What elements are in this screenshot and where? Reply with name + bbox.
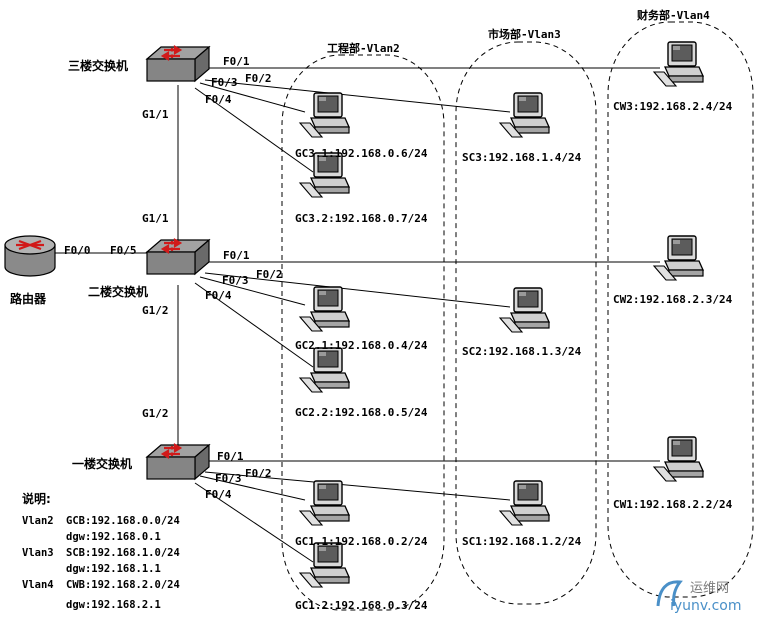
host-label-gc22: GC2.2:192.168.0.5/24 xyxy=(295,406,428,419)
link-s1-sc1 xyxy=(204,471,511,501)
switch-icon-floor3 xyxy=(145,45,211,83)
port-label-s3-f01: F0/1 xyxy=(223,55,250,68)
host-label-gc31: GC3.1:192.168.0.6/24 xyxy=(295,147,428,160)
host-label-sc3: SC3:192.168.1.4/24 xyxy=(462,151,582,164)
port-label-s3-f02: F0/2 xyxy=(245,72,272,85)
group-title-marketing: 市场部-Vlan3 xyxy=(488,27,561,41)
pc-icon-sc3 xyxy=(499,92,550,138)
pc-icon-cw3 xyxy=(653,41,704,87)
host-label-gc32: GC3.2:192.168.0.7/24 xyxy=(295,212,428,225)
legend-text-1: dgw:192.168.0.1 xyxy=(66,531,161,543)
port-label-s2-f05: F0/5 xyxy=(110,244,137,257)
port-label-s1-f02: F0/2 xyxy=(245,467,272,480)
legend-vlan-4: Vlan4 xyxy=(22,579,54,591)
pc-icon-gc11 xyxy=(299,480,350,526)
port-label-s3-g11: G1/1 xyxy=(142,108,169,121)
link-s2-sc2 xyxy=(204,272,511,308)
switch-icon-floor1 xyxy=(145,443,211,481)
port-label-s1-g12: G1/2 xyxy=(142,407,169,420)
vlan2-group-boundary xyxy=(281,54,445,611)
router-icon xyxy=(4,235,56,277)
host-label-cw1: CW1:192.168.2.2/24 xyxy=(613,498,733,511)
port-label-s2-g11: G1/1 xyxy=(142,212,169,225)
link-s1-gc11 xyxy=(199,475,306,501)
legend-text-3: dgw:192.168.1.1 xyxy=(66,563,161,575)
switch-label-floor2: 二楼交换机 xyxy=(88,284,148,299)
legend-text-0: GCB:192.168.0.0/24 xyxy=(66,515,180,527)
pc-icon-gc31 xyxy=(299,92,350,138)
link-s3-gc31 xyxy=(199,82,306,113)
watermark-domain: iyunv.com xyxy=(670,598,741,614)
pc-icon-cw2 xyxy=(653,235,704,281)
vlan4-group-boundary xyxy=(607,21,754,598)
host-label-sc2: SC2:192.168.1.3/24 xyxy=(462,345,582,358)
link-s3-gc32 xyxy=(194,87,314,173)
legend-text-5: dgw:192.168.2.1 xyxy=(66,599,161,611)
port-label-s1-f01: F0/1 xyxy=(217,450,244,463)
pc-icon-cw1 xyxy=(653,436,704,482)
host-label-gc21: GC2.1:192.168.0.4/24 xyxy=(295,339,428,352)
host-label-gc12: GC1.2:192.168.0.3/24 xyxy=(295,599,428,612)
port-label-s2-f04: F0/4 xyxy=(205,289,232,302)
host-label-sc1: SC1:192.168.1.2/24 xyxy=(462,535,582,548)
port-label-s3-f03: F0/3 xyxy=(211,76,238,89)
pc-icon-gc12 xyxy=(299,542,350,588)
port-label-s1-f03: F0/3 xyxy=(215,472,242,485)
port-label-s2-f02: F0/2 xyxy=(256,268,283,281)
watermark-brand: 运维网 xyxy=(690,581,729,596)
link-s1-gc12 xyxy=(194,482,314,563)
port-label-s1-f04: F0/4 xyxy=(205,488,232,501)
pc-icon-sc2 xyxy=(499,287,550,333)
switch-label-floor3: 三楼交换机 xyxy=(68,58,128,73)
legend-text-2: SCB:192.168.1.0/24 xyxy=(66,547,180,559)
group-title-finance: 财务部-Vlan4 xyxy=(636,8,710,22)
host-label-gc11: GC1.1:192.168.0.2/24 xyxy=(295,535,428,548)
host-label-cw2: CW2:192.168.2.3/24 xyxy=(613,293,733,306)
link-s3-sc3 xyxy=(204,79,511,113)
vlan3-group-boundary xyxy=(455,41,597,605)
link-s2-gc22 xyxy=(194,282,314,368)
port-label-s2-g12: G1/2 xyxy=(142,304,169,317)
link-s2-gc21 xyxy=(199,276,306,306)
switch-icon-floor2 xyxy=(145,238,211,276)
pc-icon-sc1 xyxy=(499,480,550,526)
router-label: 路由器 xyxy=(10,291,47,306)
switch-label-floor1: 一楼交换机 xyxy=(72,456,132,471)
port-label-router-f00: F0/0 xyxy=(64,244,91,257)
group-title-engineering: 工程部-Vlan2 xyxy=(327,41,400,55)
legend-vlan-0: Vlan2 xyxy=(22,515,54,527)
watermark-logo-icon xyxy=(656,580,683,607)
host-label-cw3: CW3:192.168.2.4/24 xyxy=(613,100,733,113)
port-label-s3-f04: F0/4 xyxy=(205,93,232,106)
pc-icon-gc21 xyxy=(299,286,350,332)
legend-vlan-2: Vlan3 xyxy=(22,547,54,559)
port-label-s2-f03: F0/3 xyxy=(222,274,249,287)
legend-title: 说明: xyxy=(22,491,51,506)
legend-text-4: CWB:192.168.2.0/24 xyxy=(66,579,180,591)
port-label-s2-f01: F0/1 xyxy=(223,249,250,262)
pc-icon-gc22 xyxy=(299,347,350,393)
